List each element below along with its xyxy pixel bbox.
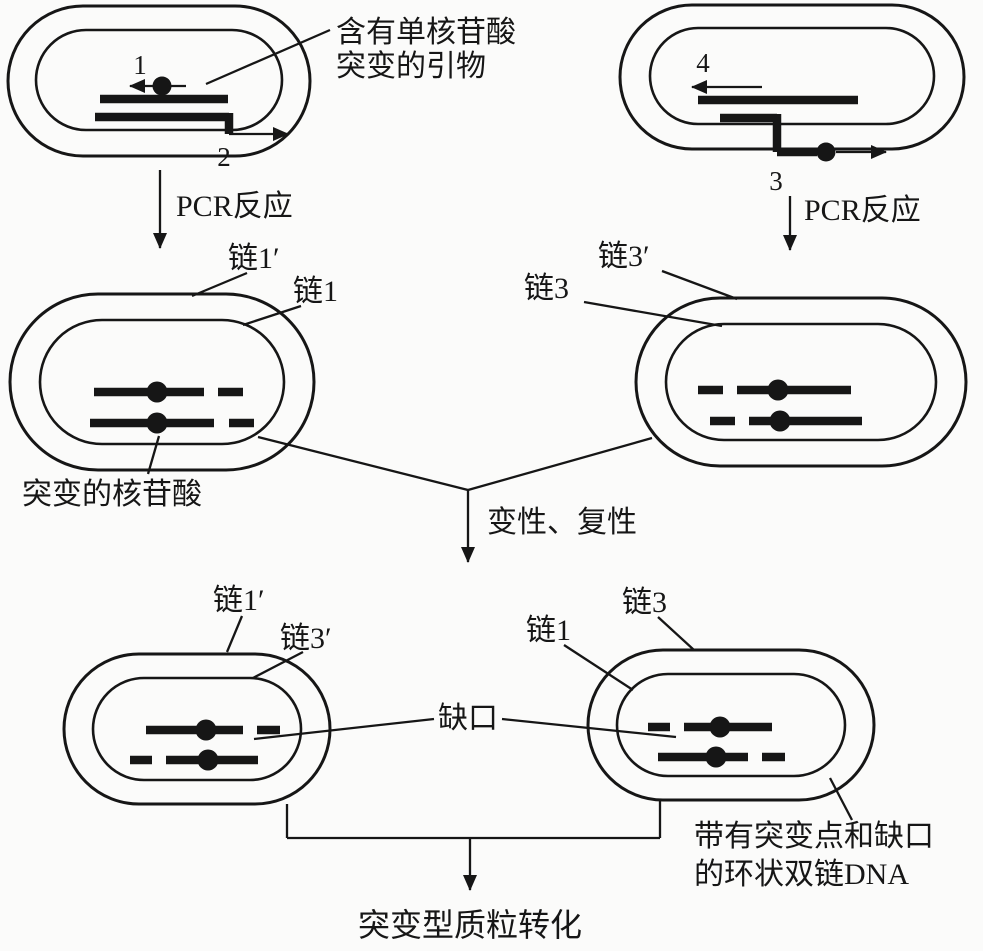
nick-pointer-left [253, 717, 435, 741]
plasmid-product-3 [634, 296, 968, 468]
plasmid-inner-ring [648, 26, 936, 126]
mutated-nucleotide-annotation: 突变的核苷酸 [22, 435, 202, 511]
strand-label-3-prime: 链3′ [598, 240, 650, 273]
annotation-pointer-line [146, 435, 161, 475]
strand-labels-product-3: 链3′ 链3 [524, 240, 738, 328]
annotation-text-line2: 突变的引物 [336, 50, 486, 83]
strand-label-3: 链3 [524, 272, 569, 305]
strand-labels-hybrid-left: 链1′ 链3′ [213, 584, 332, 680]
label-pointer-line [657, 616, 695, 651]
mutant-primer-annotation: 含有单核苷酸 突变的引物 [205, 16, 516, 86]
nick-label: 缺口 [438, 702, 498, 735]
label-pointer-line [242, 304, 302, 327]
plasmid-inner-ring [34, 28, 284, 132]
transformation-step: 突变型质粒转化 [285, 800, 662, 943]
plasmid-outer-ring [634, 296, 968, 468]
mutation-dot [152, 76, 172, 96]
strand-label-1: 链1 [526, 614, 571, 647]
primer1-number: 1 [133, 50, 147, 80]
strand-label-3-prime: 链3′ [280, 622, 332, 655]
pcr-step-right: PCR反应 [783, 194, 921, 251]
plasmid-outer-ring [6, 4, 312, 158]
mutation-dot [146, 412, 168, 434]
plasmid-template-1: 1 2 [6, 4, 312, 172]
dsdna-label-line1: 带有突变点和缺口 [694, 820, 934, 853]
mutation-dot [197, 749, 219, 771]
pcr-label: PCR反应 [804, 194, 921, 227]
strand-label-1-prime: 链1′ [213, 584, 265, 617]
label-pointer-line [583, 300, 723, 328]
mutation-dot [767, 379, 789, 401]
plasmid-outer-ring [586, 648, 876, 802]
label-pointer-line [191, 271, 248, 298]
pcr-label: PCR反应 [176, 190, 293, 223]
mutation-dot [816, 142, 836, 162]
annotation-pointer-line [828, 777, 854, 821]
mutation-dot [146, 381, 168, 403]
nick-pointer-right [501, 717, 677, 739]
label-pointer-line [225, 615, 244, 653]
strand-label-1-prime: 链1′ [228, 242, 280, 275]
label-pointer-line [661, 269, 738, 301]
plasmid-outer-ring [62, 652, 332, 806]
mutation-dot [709, 716, 731, 738]
plasmid-inner-ring [91, 676, 303, 782]
strand-labels-product-1: 链1′ 链1 [191, 242, 338, 327]
denature-anneal-label: 变性、复性 [487, 506, 637, 539]
strand-label-3: 链3 [622, 586, 667, 619]
mutation-dot [195, 719, 217, 741]
primer2-number: 2 [217, 142, 231, 172]
dsdna-label-line2: 的环状双链DNA [694, 858, 909, 891]
mutated-nucleotide-label: 突变的核苷酸 [22, 478, 202, 511]
denature-anneal-step: 变性、复性 [257, 435, 653, 563]
plasmid-outer-ring [8, 292, 316, 472]
strand-label-1: 链1 [293, 275, 338, 308]
transformation-label: 突变型质粒转化 [358, 907, 582, 943]
plasmid-inner-ring [664, 322, 938, 442]
plasmid-template-2: 4 3 [618, 3, 966, 196]
strand-labels-hybrid-right: 链1 链3 [526, 586, 695, 691]
primer3-number: 3 [769, 166, 783, 196]
nick-annotation: 缺口 [253, 702, 677, 741]
mutation-dot [705, 746, 727, 768]
plasmid-hybrid-right [586, 648, 876, 802]
merge-line-left [257, 435, 469, 492]
mutation-dot [769, 410, 791, 432]
label-pointer-line [252, 650, 304, 680]
plasmid-hybrid-left [62, 652, 332, 806]
pcr-step-left: PCR反应 [153, 170, 293, 249]
plasmid-inner-ring [38, 318, 286, 446]
annotation-pointer-line [205, 28, 331, 86]
plasmid-product-1 [8, 292, 316, 472]
dsdna-annotation: 带有突变点和缺口 的环状双链DNA [694, 777, 934, 891]
label-pointer-line [563, 644, 634, 691]
primer4-number: 4 [696, 48, 710, 78]
plasmid-outer-ring [618, 3, 966, 151]
plasmid-inner-ring [615, 672, 847, 778]
merge-line-right [467, 436, 653, 492]
annotation-text-line1: 含有单核苷酸 [336, 16, 516, 49]
